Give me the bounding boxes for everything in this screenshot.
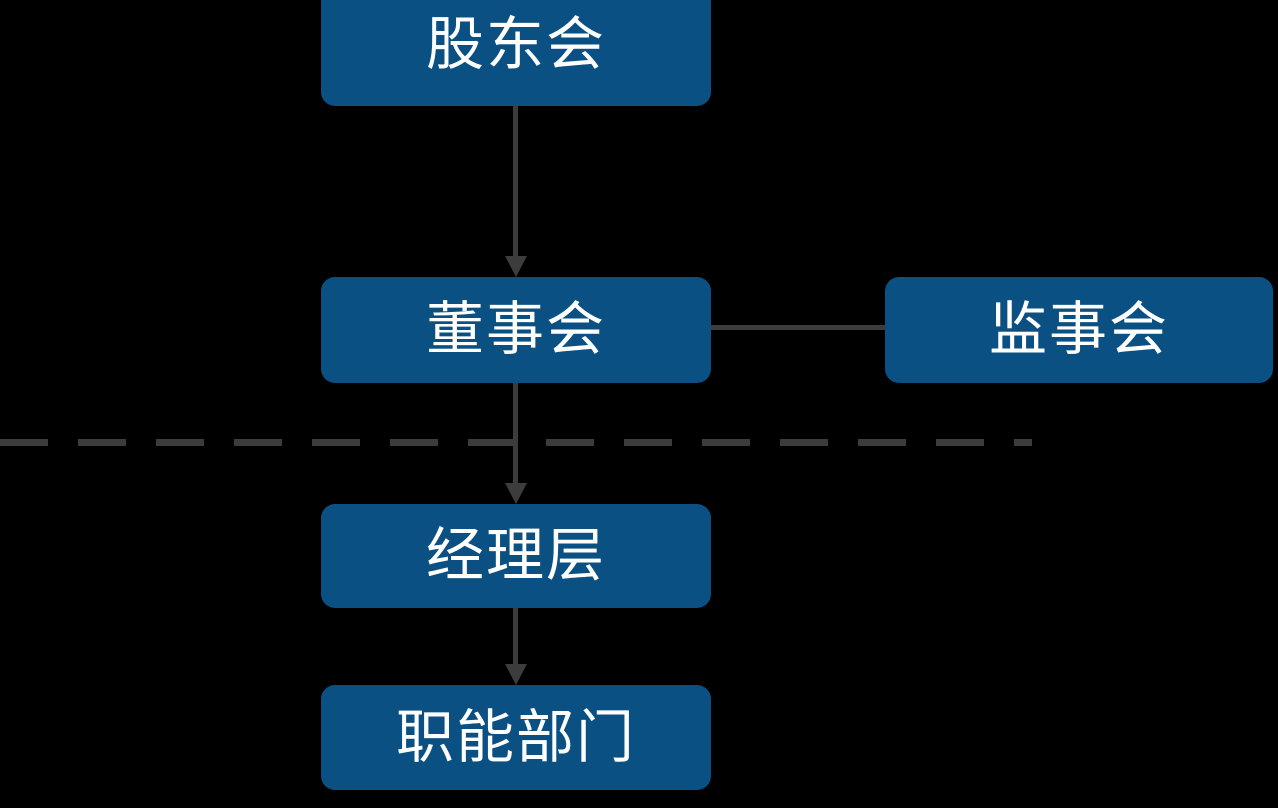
node-management-layer[interactable]: 经理层 — [321, 504, 711, 608]
connector-board-to-management-line — [513, 383, 518, 483]
arrow-down-icon-management-to-departments — [505, 664, 527, 685]
node-board-of-directors[interactable]: 董事会 — [321, 277, 711, 383]
node-management-layer-label: 经理层 — [425, 523, 606, 588]
connector-board-to-supervisors-line — [711, 325, 885, 330]
node-board-of-supervisors-label: 监事会 — [988, 297, 1169, 362]
arrow-down-icon-board-to-management — [505, 483, 527, 504]
node-board-of-supervisors[interactable]: 监事会 — [885, 277, 1273, 383]
node-shareholders[interactable]: 股东会 — [321, 0, 711, 106]
node-board-of-directors-label: 董事会 — [425, 297, 606, 362]
node-shareholders-label: 股东会 — [425, 12, 606, 77]
connector-management-to-departments-line — [513, 608, 518, 664]
arrow-down-icon-shareholders-to-board — [505, 256, 527, 277]
connector-shareholders-to-board-line — [513, 106, 518, 256]
node-functional-departments[interactable]: 职能部门 — [321, 685, 711, 790]
node-functional-departments-label: 职能部门 — [395, 704, 636, 770]
governance-operations-divider — [0, 439, 1032, 446]
